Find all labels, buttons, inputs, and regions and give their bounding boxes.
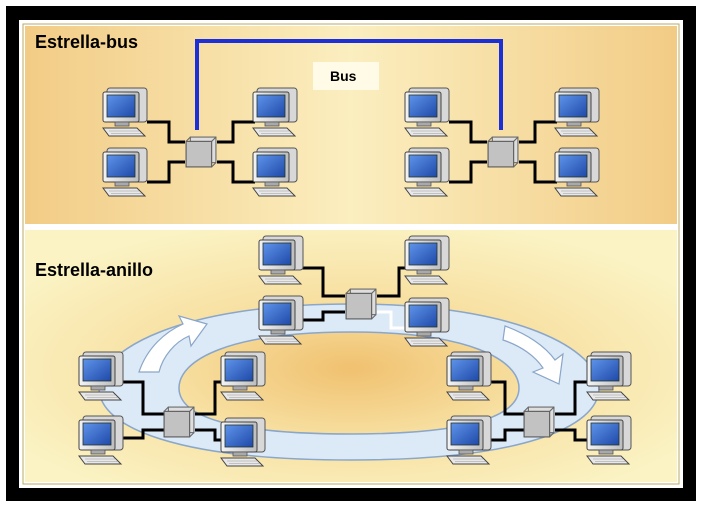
hub-icon [487,136,519,168]
ring [98,303,600,461]
ring-link [377,310,415,330]
right-star-cables [449,120,557,184]
hub-icon [163,406,195,438]
ring-right-star-cables [489,380,589,442]
hub-icon [345,288,377,320]
hub-icon [523,406,555,438]
image-frame: Estrella-bus Estrella-anillo Bus [6,6,696,501]
bus-line [195,39,503,130]
bus-label: Bus [330,68,357,84]
ring-left-star-cables [123,380,225,442]
star-bus-title: Estrella-bus [35,32,138,52]
diagram-border [22,23,680,485]
left-star-cables [147,120,255,184]
diagram-canvas: Estrella-bus Estrella-anillo Bus [19,20,683,488]
bus-label-box [313,62,379,90]
curved-arrow-icon [138,315,208,373]
network-topology-diagram: Estrella-bus Estrella-anillo Bus [22,23,680,485]
hub-icon [185,136,217,168]
curved-arrow-icon [502,325,564,385]
star-ring-title: Estrella-anillo [35,260,153,280]
